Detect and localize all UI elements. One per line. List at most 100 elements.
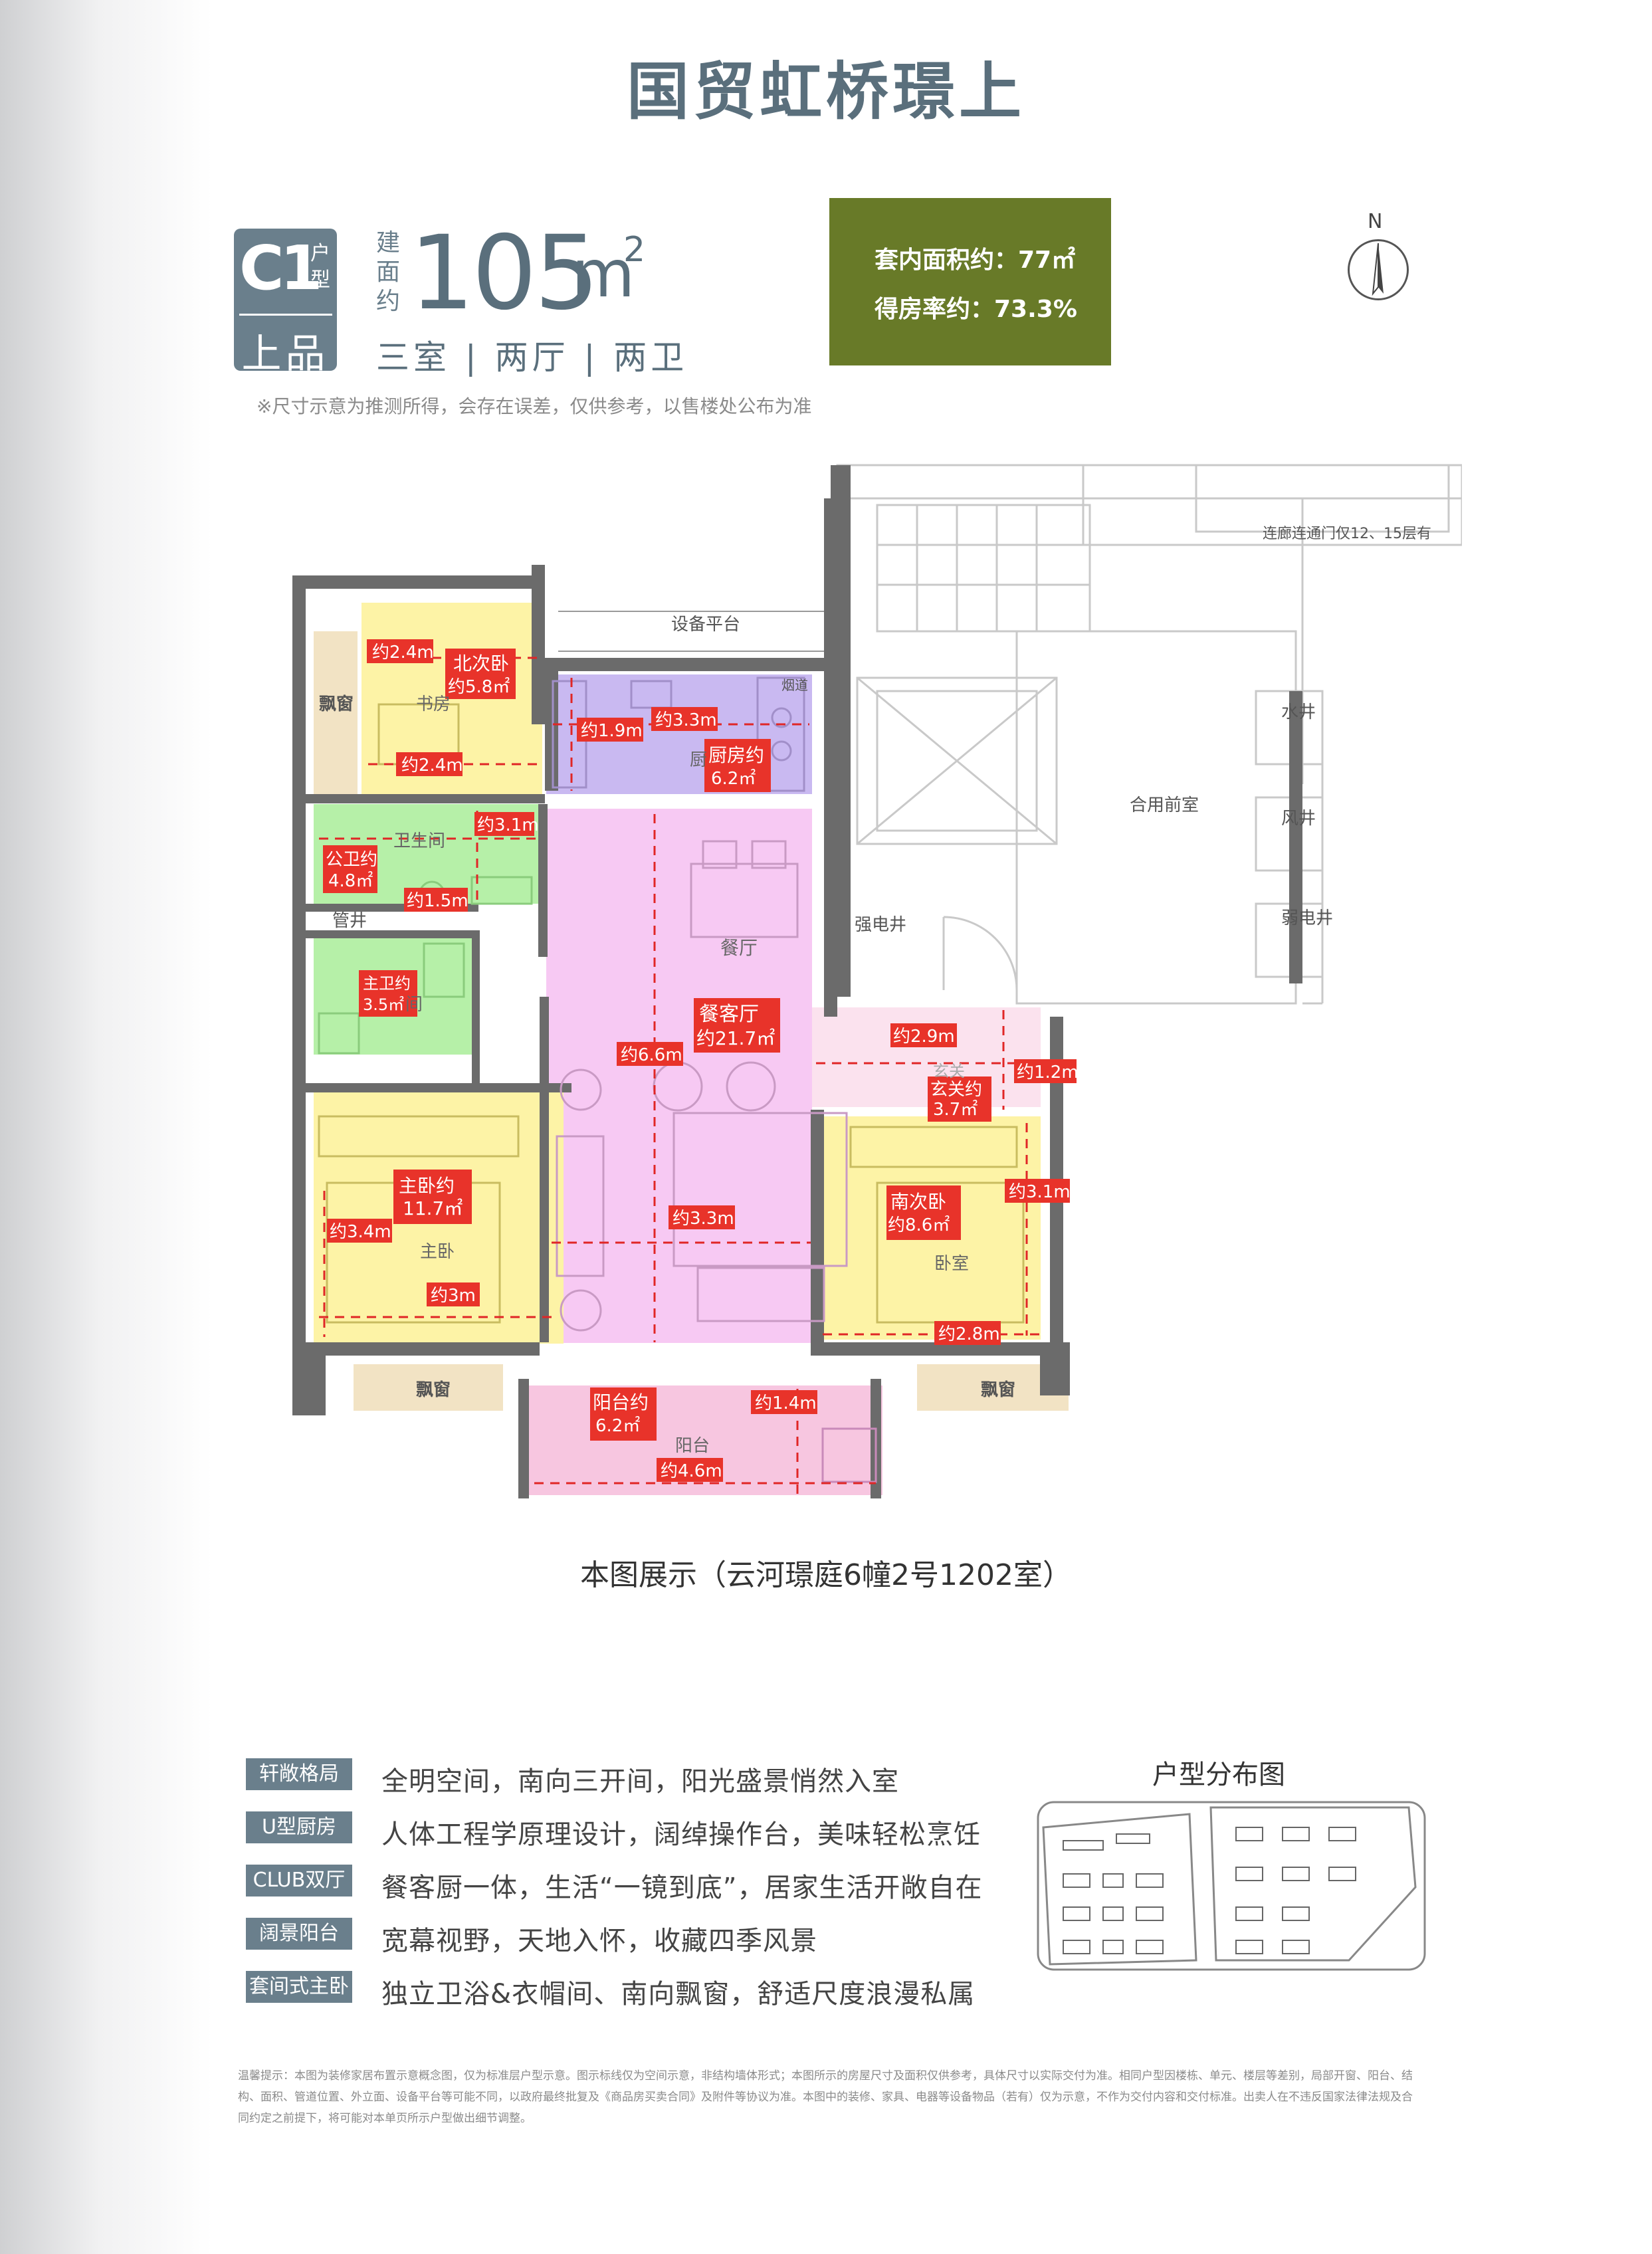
entrance-fill [812, 1007, 1041, 1107]
room-area: 4.8㎡ [328, 871, 373, 891]
well-labels: 水井 风井 弱电井 强电井 合用前室 [855, 702, 1333, 935]
room-name: 公卫约 [326, 850, 377, 870]
dim-label: 约1.4m [755, 1393, 817, 1413]
equipment-platform-hatch [558, 611, 824, 652]
dim-label: 约2.9m [893, 1027, 955, 1047]
dim-label: 约6.6m [621, 1045, 682, 1065]
dim-label: 约2.4m [372, 643, 434, 663]
room-sub: 厨 [690, 750, 707, 770]
dim-label: 约4.6m [661, 1461, 722, 1481]
room-name: 南次卧 [890, 1191, 946, 1213]
page-title: 国贸虹桥璟上 [626, 56, 1025, 128]
compass-circle [1348, 239, 1409, 300]
room-name: 北次卧 [453, 653, 509, 674]
distribution-map [1037, 1801, 1426, 1971]
area-unit-superscript: 2 [623, 230, 646, 270]
room-area: 约8.6㎡ [888, 1215, 950, 1235]
weak-well-label: 弱电井 [1281, 908, 1333, 928]
room-name: 主卫约 [363, 974, 411, 993]
bay-window-label: 飘窗 [981, 1380, 1015, 1400]
bay-window-label: 飘窗 [319, 694, 354, 714]
room-name: 餐客厅 [699, 1003, 759, 1026]
room-sub: 餐厅 [720, 937, 758, 959]
area-value: 105 [409, 214, 599, 333]
inner-area: 套内面积约：77㎡ [875, 247, 1076, 274]
unit-code-suffix: 户型 [310, 242, 330, 292]
dim-label: 约1.9m [581, 721, 643, 741]
strong-well-label: 强电井 [855, 915, 906, 935]
bay-window-label: 飘窗 [416, 1380, 451, 1400]
bay-window-fill-2 [354, 1364, 503, 1411]
room-sub: 卫生间 [393, 831, 445, 851]
unit-type-badge: C1 户型 上品 [234, 229, 337, 377]
room-area: 6.2㎡ [711, 769, 756, 789]
feature-text: 餐客厨一体，生活“一镜到底”，居家生活开敞自在 [381, 1873, 983, 1903]
north-arrow-icon [1372, 243, 1384, 296]
common-area-lines [836, 464, 1462, 1005]
dim-label: 约3m [431, 1286, 476, 1306]
corridor-note: 连廊连通门仅12、15层有 [1263, 526, 1431, 542]
badge-divider [239, 314, 332, 316]
room-area: 11.7㎡ [403, 1197, 463, 1219]
room-count: 三室 | 两厅 | 两卫 [376, 338, 688, 377]
room-sub: 主卧 [420, 1242, 455, 1262]
room-name: 阳台约 [593, 1391, 649, 1413]
room-sub: 卧室 [934, 1254, 969, 1274]
distribution-title: 户型分布图 [1152, 1760, 1285, 1790]
unit-walls [292, 498, 1070, 1498]
room-name: 厨房约 [708, 744, 764, 766]
unit-name: 上品 [241, 331, 330, 377]
room-area: 3.7㎡ [933, 1100, 978, 1120]
lobby-label: 合用前室 [1130, 795, 1199, 815]
dim-label: 约1.2m [1017, 1063, 1079, 1082]
area-info-box: 套内面积约：77㎡ 得房率约：73.3% [829, 198, 1111, 365]
balcony-fixtures [821, 1427, 877, 1483]
living-fill [546, 809, 812, 1343]
equipment-label: 设备平台 [671, 615, 740, 635]
water-well-label: 水井 [1281, 702, 1316, 722]
feature-tag: CLUB双厅 [246, 1865, 352, 1896]
feature-tag: 阔景阳台 [246, 1918, 352, 1950]
efficiency-ratio: 得房率约：73.3% [875, 296, 1077, 323]
room-sub: 间 [405, 995, 423, 1015]
dim-label: 约2.8m [938, 1324, 1000, 1344]
north-label: N [1368, 210, 1383, 233]
room-area: 6.2㎡ [595, 1416, 640, 1436]
footnote: 温馨提示：本图为装修家居布置示意概念图，仅为标准层户型示意。图示标线仅为空间示意… [238, 2069, 1413, 2125]
room-name: 玄关约 [930, 1080, 982, 1100]
misc-labels: 设备平台 管井 飘窗 飘窗 飘窗 烟道 [319, 615, 1015, 1400]
feature-tag: U型厨房 [246, 1811, 352, 1843]
room-name: 主卧约 [399, 1175, 455, 1197]
feature-tag: 轩敞格局 [246, 1758, 352, 1790]
plan-caption: 本图展示（云河璟庭6幢2号1202室） [580, 1558, 1072, 1592]
feature-text: 人体工程学原理设计，阔绰操作台，美味轻松烹饪 [381, 1819, 981, 1850]
disclaimer: ※尺寸示意为推测所得，会存在误差，仅供参考，以售楼处公布为准 [257, 395, 812, 417]
room-area: 约21.7㎡ [696, 1027, 775, 1049]
dim-label: 约1.5m [407, 891, 468, 911]
area-unit: m [571, 237, 635, 312]
feature-tag: 套间式主卧 [246, 1971, 352, 2003]
feature-text: 全明空间，南向三开间，阳光盛景悄然入室 [381, 1766, 899, 1797]
dim-label: 约3.4m [330, 1222, 391, 1242]
bay-window-fill [314, 631, 358, 795]
dim-label: 约3.1m [1009, 1182, 1071, 1202]
dimension-labels: 约2.4m 约2.4m 约3.3m 约1.9m 约3.1m 约1.5m 约6.6… [327, 639, 1079, 1482]
unit-code: C1 [239, 233, 323, 304]
room-labels: 北次卧 约5.8㎡ 书房 厨房约 6.2㎡ 厨 公卫约 4.8㎡ 卫生间 主卫约… [323, 649, 991, 1456]
feature-text: 独立卫浴&衣帽间、南向飘窗，舒适尺度浪漫私属 [381, 1979, 976, 2009]
pipe-label: 管井 [332, 911, 367, 931]
dim-label: 约2.4m [401, 756, 463, 775]
floor-plan: 连廊连通门仅12、15层有 水井 风井 弱电井 强电井 合用前室 [292, 464, 1462, 1506]
room-sub: 玄关 [933, 1062, 965, 1080]
dim-label: 约3.1m [477, 815, 539, 835]
dim-label: 约3.3m [672, 1209, 734, 1229]
room-area: 约5.8㎡ [448, 677, 510, 697]
area-label: 建面约 [376, 229, 401, 315]
room-area: 3.5㎡ [363, 995, 404, 1014]
feature-text: 宽幕视野，天地入怀，收藏四季风景 [381, 1926, 817, 1956]
wind-well-label: 风井 [1281, 809, 1316, 829]
room-sub: 书房 [416, 694, 451, 714]
dim-label: 约3.3m [655, 710, 717, 730]
flue-label: 烟道 [781, 677, 808, 693]
room-sub: 阳台 [675, 1436, 710, 1456]
